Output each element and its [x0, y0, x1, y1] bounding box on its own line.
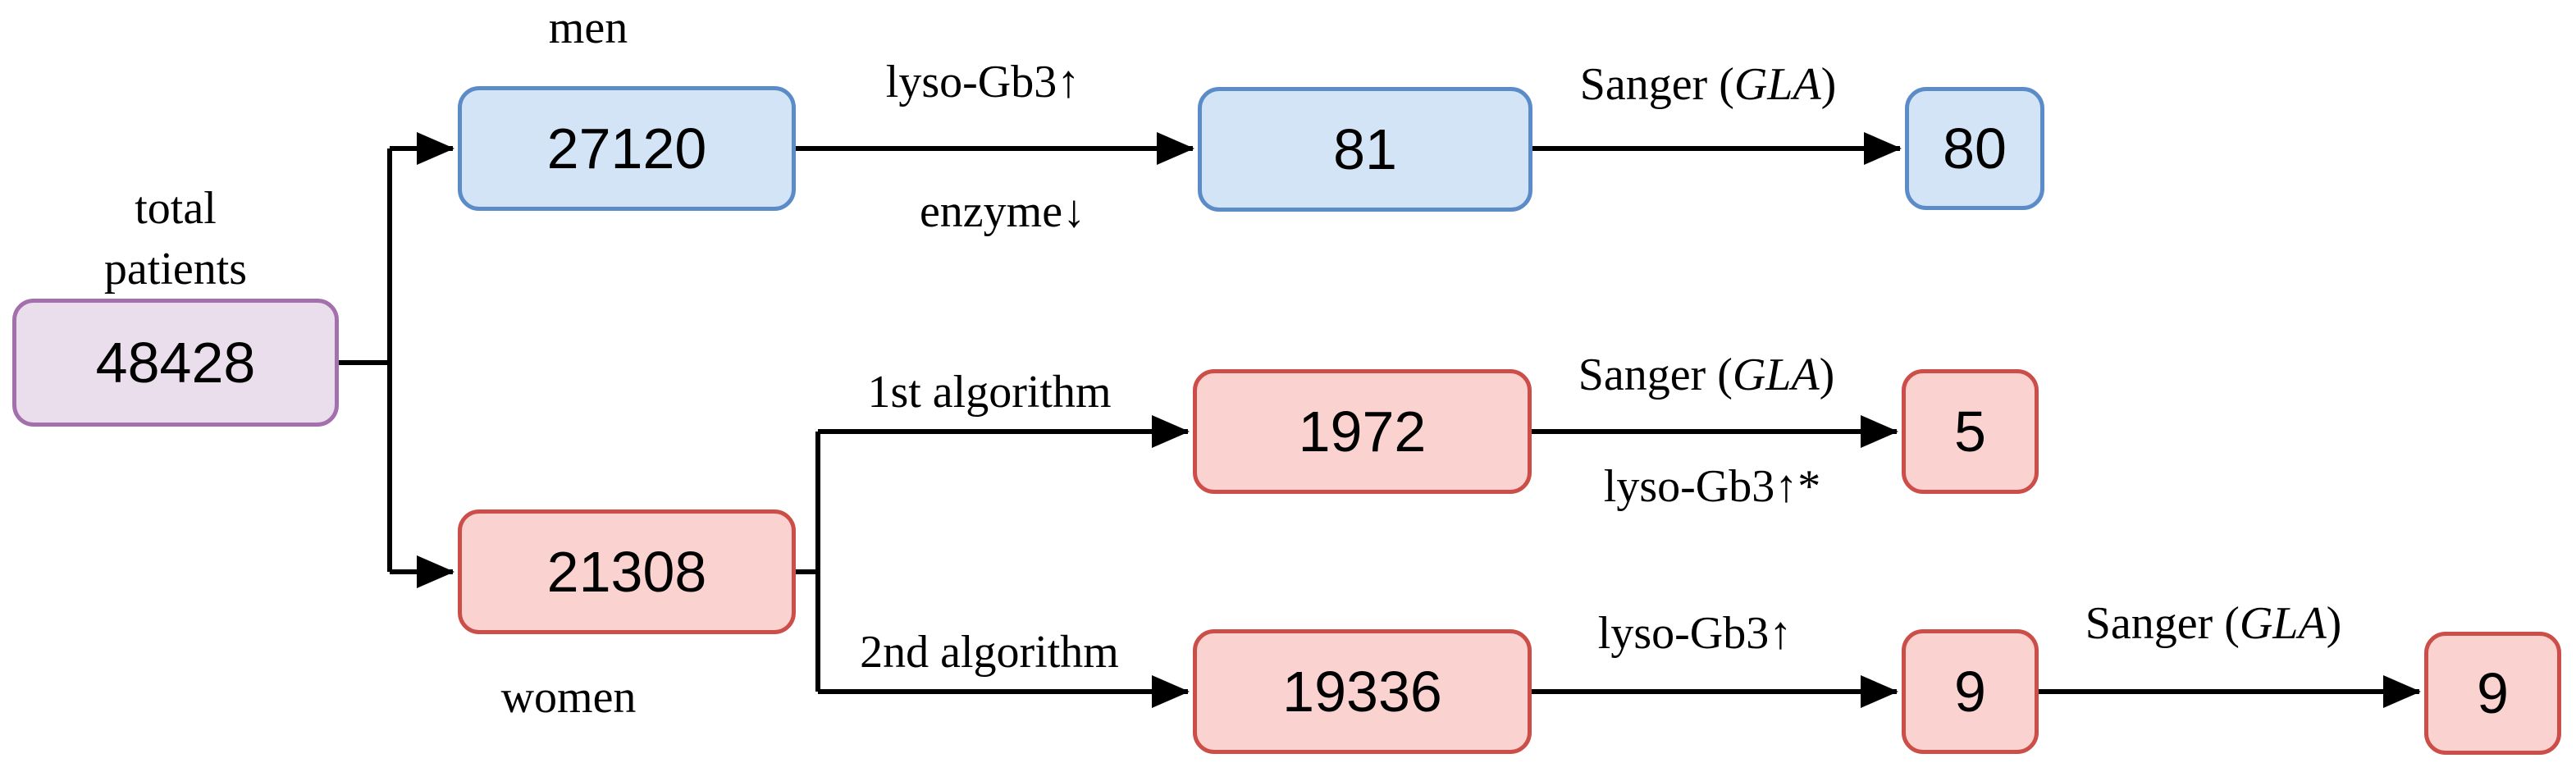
node-total-patients: 48428: [12, 299, 339, 427]
men-label: men: [548, 2, 628, 53]
sanger-suffix: ): [2326, 598, 2342, 649]
women-label: women: [500, 672, 637, 723]
sanger-suffix: ): [1819, 349, 1835, 400]
sanger-prefix: Sanger (: [1578, 349, 1733, 400]
total-patients-label: total patients: [104, 178, 247, 299]
edge-label-sanger-men: Sanger (GLA): [1580, 54, 1837, 115]
node-women: 21308: [458, 509, 796, 634]
node-algo2-elevated: 9: [1902, 629, 2039, 754]
gla-gene-italic: GLA: [1733, 59, 1821, 110]
edge-label-sanger-algo1: Sanger (GLA): [1578, 345, 1835, 405]
node-algo1-flagged: 1972: [1193, 369, 1532, 494]
edge-label-lyso-gb3-star: lyso-Gb3↑*: [1603, 461, 1821, 512]
gla-gene-italic: GLA: [1732, 349, 1820, 400]
edge-label-sanger-algo2: Sanger (GLA): [2085, 593, 2342, 654]
edge-label-enzyme-down: enzyme↓: [919, 186, 1086, 237]
sanger-suffix: ): [1820, 59, 1837, 110]
node-algo2-confirmed: 9: [2424, 632, 2561, 755]
edge-label-lyso-gb3-men: lyso-Gb3↑: [885, 57, 1080, 107]
node-algo1-confirmed: 5: [1902, 369, 2039, 494]
edge-label-first-algorithm: 1st algorithm: [867, 367, 1112, 418]
sanger-prefix: Sanger (: [1579, 59, 1734, 110]
sanger-prefix: Sanger (: [2085, 598, 2240, 649]
node-men-confirmed: 80: [1905, 87, 2044, 210]
node-men-flagged: 81: [1198, 87, 1532, 212]
node-men: 27120: [458, 86, 796, 211]
edge-label-second-algorithm: 2nd algorithm: [860, 627, 1119, 678]
total-patients-label-line1: total: [135, 183, 217, 234]
total-patients-label-line2: patients: [103, 244, 248, 295]
gla-gene-italic: GLA: [2239, 598, 2327, 649]
edge-label-lyso-gb3-women: lyso-Gb3↑: [1597, 608, 1793, 659]
node-algo2-flagged: 19336: [1193, 629, 1532, 754]
